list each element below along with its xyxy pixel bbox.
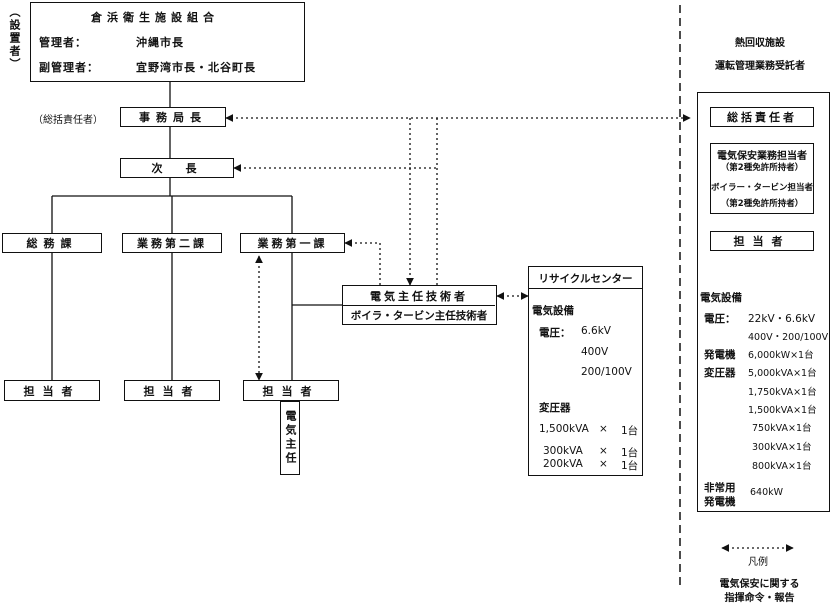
deputy-box: 次 長 [120,158,234,178]
hr-equipment-label: 電気設備 [700,292,742,304]
chief-engineer-box: 電気主任技術者 ボイラ・タービン主任技術者 [342,285,497,325]
chief-engineer-line2: ボイラ・タービン主任技術者 [350,310,488,322]
recycle-transformer-qty: 1台 [621,447,639,459]
staff-box-1: 担当者 [4,380,100,401]
hr-transformer-6: 800kVA×1台 [752,461,812,472]
hr-transformer-1: 5,000kVA×1台 [748,368,817,379]
general-affairs-label: 総務課 [26,237,78,250]
hr-elec-officer-sub: （第2種免許所持者） [720,163,804,173]
business1-label: 業務第一課 [257,237,328,250]
recycle-transformer-qty: 1台 [621,425,639,437]
hr-emergency-value: 640kW [750,487,784,498]
chief-engineer-line1: 電気主任技術者 [370,290,468,303]
legend-desc-2: 指揮命令・報告 [724,593,795,604]
recycle-transformer-cap: 1,500kVA [539,423,589,435]
legend-desc-1: 電気保安に関する [719,579,800,590]
recycle-transformer-times: × [599,423,608,435]
vice-manager-label: 副管理者： [39,61,99,74]
director-label: 事務局長 [139,111,207,124]
electric-chief-box: 電気主任 [280,401,300,475]
recycle-equipment-label: 電気設備 [532,305,574,317]
legend-title: 凡例 [748,557,768,568]
hr-emergency-label-1: 非常用 [704,482,736,494]
hr-boiler-officer-sub: （第2種免許所持者） [720,199,804,209]
recycle-transformer-cap: 300kVA [543,445,583,457]
hr-generator-label: 発電機 [704,349,736,361]
staff-box-2: 担当者 [124,380,220,401]
recycle-voltage-1: 6.6kV [581,325,611,337]
hr-general-responsible-box: 総括責任者 [710,107,814,127]
vice-manager-value: 宜野湾市長・北谷町長 [136,61,256,74]
establisher-title: 倉浜衛生施設組合 [91,11,219,24]
recycle-transformer-cap: 200kVA [543,458,583,470]
hr-voltage-2: 400V・200/100V [748,332,829,343]
hr-staff-label: 担当者 [733,235,791,248]
recycle-voltage-2: 400V [581,346,609,358]
hr-transformer-label: 変圧器 [704,367,736,379]
hr-transformer-4: 750kVA×1台 [752,423,812,434]
recycle-center-box: リサイクルセンター 電気設備 電圧： 6.6kV 400V 200/100V 変… [528,266,643,476]
general-responsible-label: （総括責任者） [33,115,103,126]
business1-box: 業務第一課 [240,233,345,253]
hr-voltage-label: 電圧： [704,313,736,325]
recycle-transformer-times: × [599,458,608,470]
heat-recovery-header: 熱回収施設 [735,38,785,49]
hr-general-responsible-label: 総括責任者 [727,111,797,124]
staff-box-3: 担当者 [243,380,339,401]
hr-boiler-officer: ボイラー・タービン担当者 [711,183,814,193]
staff-label-1: 担当者 [23,384,81,398]
staff-label-2: 担当者 [143,384,201,398]
manager-value: 沖縄市長 [136,36,184,49]
hr-transformer-3: 1,500kVA×1台 [748,405,817,416]
establisher-side-label: （設置者） [8,6,21,71]
hr-transformer-5: 300kVA×1台 [752,442,812,453]
hr-staff-box: 担当者 [710,231,814,251]
staff-label-3: 担当者 [262,384,320,398]
establisher-box: 倉浜衛生施設組合 管理者： 沖縄市長 副管理者： 宜野湾市長・北谷町長 [30,2,305,82]
general-affairs-box: 総務課 [2,233,102,253]
business2-label: 業務第二課 [137,237,207,250]
heat-recovery-contractor: 運転管理業務受託者 [715,61,805,72]
hr-transformer-2: 1,750kVA×1台 [748,387,817,398]
hr-generator-value: 6,000kW×1台 [748,350,814,361]
recycle-center-title: リサイクルセンター [538,273,633,285]
manager-label: 管理者： [39,36,87,49]
business2-box: 業務第二課 [122,233,222,253]
hr-officers-box: 電気保安業務担当者 （第2種免許所持者） ボイラー・タービン担当者 （第2種免許… [710,143,814,214]
recycle-transformer-label: 変圧器 [539,402,571,414]
director-box: 事務局長 [120,107,226,127]
recycle-transformer-times: × [599,445,608,457]
recycle-voltage-label: 電圧： [539,327,571,339]
electric-chief-label: 電気主任 [284,410,297,466]
hr-voltage-1: 22kV・6.6kV [748,313,816,325]
hr-emergency-label-2: 発電機 [704,496,736,508]
recycle-transformer-qty: 1台 [621,460,639,472]
deputy-label: 次 長 [151,162,203,175]
recycle-voltage-3: 200/100V [581,366,632,378]
hr-elec-officer: 電気保安業務担当者 [717,151,807,162]
